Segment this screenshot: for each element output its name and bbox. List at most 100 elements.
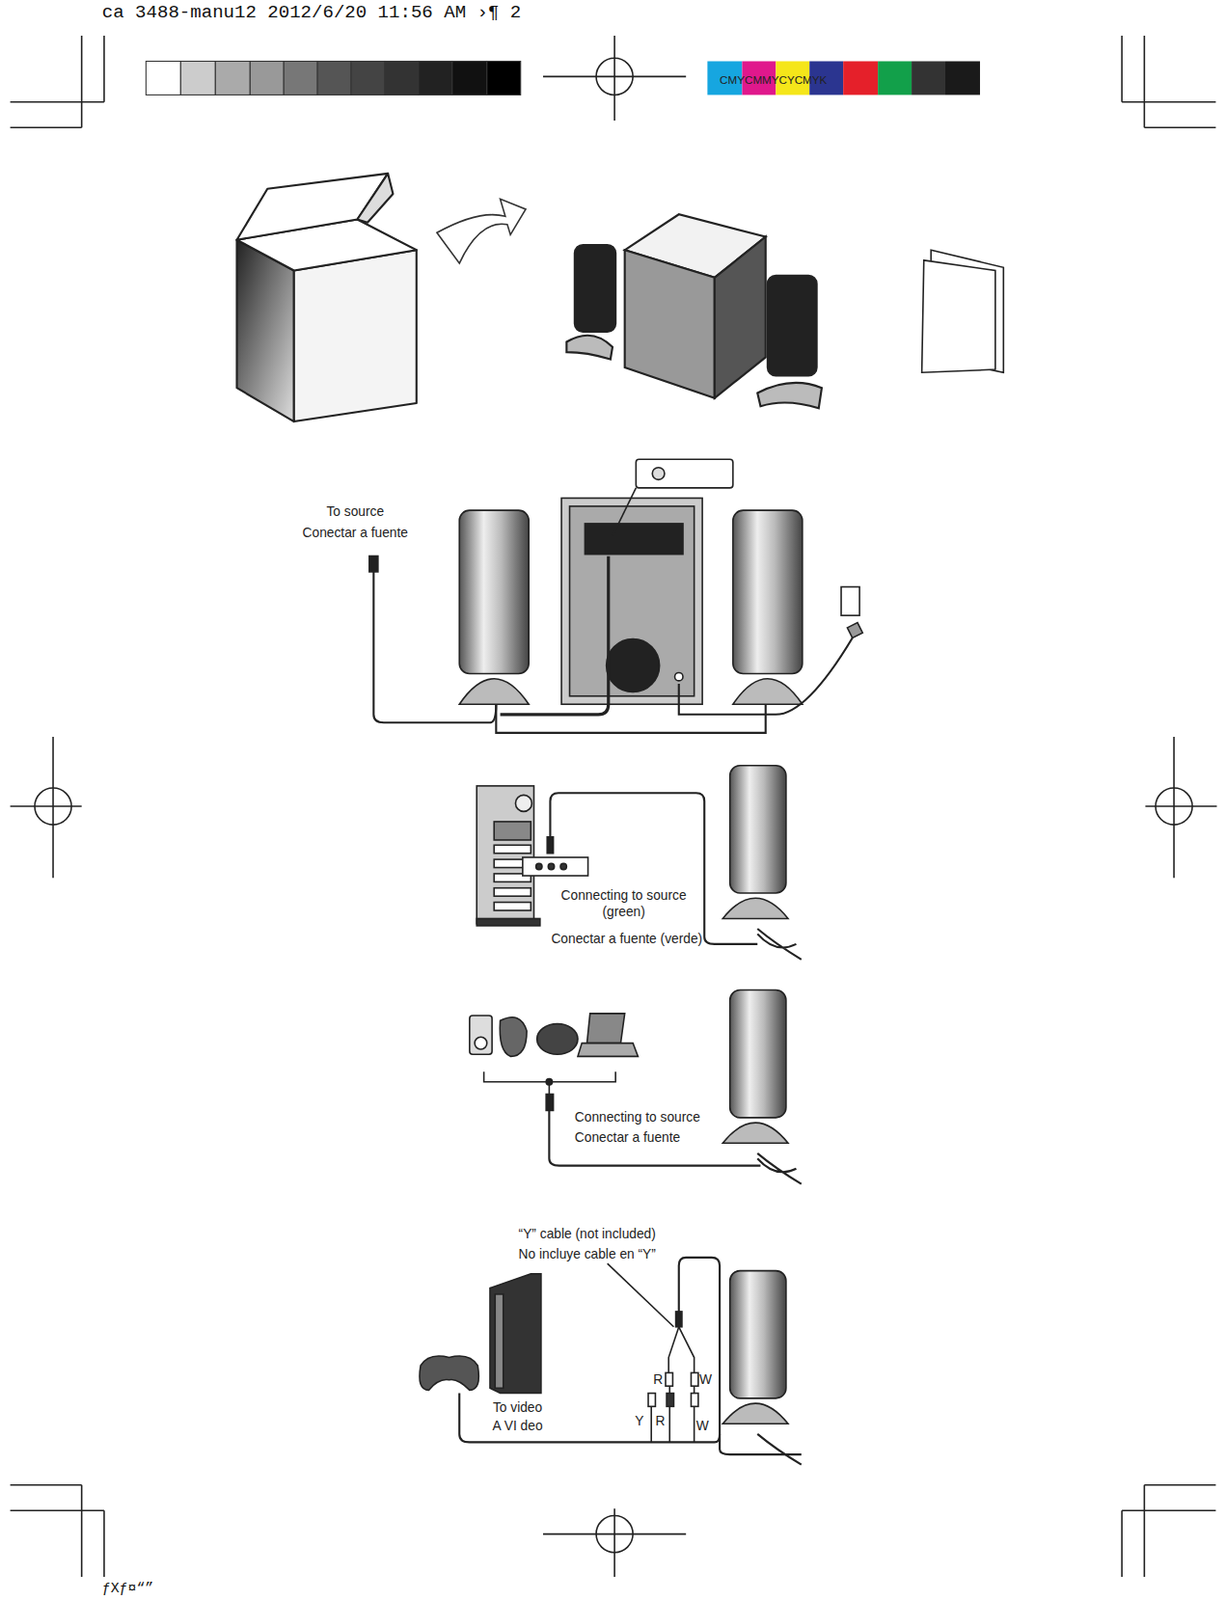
callout-label: To video: [492, 1399, 543, 1417]
grayscale-bar: [317, 60, 352, 95]
portable-devices: [484, 1071, 617, 1094]
callout-label: To source: [326, 504, 384, 521]
portable-devices: [545, 1079, 552, 1086]
speaker-set: [566, 335, 613, 360]
computer-connection: [515, 794, 532, 812]
game-console-connection: [607, 1263, 675, 1328]
registration-marks: [1144, 736, 1217, 878]
grayscale-bar: [145, 60, 520, 95]
grayscale-bar: [249, 60, 284, 95]
grayscale-bar: [145, 60, 181, 95]
color-bar: [843, 60, 878, 95]
game-console-connection: [757, 1434, 802, 1466]
callout-label: No incluye cable en “Y”: [518, 1246, 656, 1263]
color-bar-text: CMYCMMYCYCMYK: [719, 71, 827, 88]
registration-marks: [543, 35, 686, 121]
computer-connection: [476, 765, 802, 960]
game-console-connection: [722, 1403, 789, 1424]
game-console-connection: [648, 1393, 655, 1408]
callout-label: R: [654, 1414, 665, 1431]
computer-connection: [476, 786, 534, 925]
manual: [922, 260, 996, 373]
cables: [373, 572, 496, 724]
portable-devices: [722, 1122, 789, 1144]
manual: [922, 249, 1005, 373]
callout-label: Connecting to source (green): [546, 888, 701, 922]
grayscale-bar: [487, 60, 521, 95]
callout-label: Connecting to source: [574, 1109, 701, 1126]
portable-devices: [587, 1013, 626, 1044]
registration-marks: [10, 736, 82, 878]
speaker-set: [714, 237, 766, 399]
speaker-system-wiring: [675, 672, 683, 681]
grayscale-bar: [283, 60, 318, 95]
speaker-set: [574, 245, 616, 332]
speaker-set: [625, 249, 715, 398]
callout-label: W: [696, 1417, 709, 1435]
callout-label: A VI deo: [492, 1417, 544, 1435]
game-console-connection: [651, 1386, 694, 1443]
game-console-connection: [459, 1257, 720, 1444]
game-console-connection: [690, 1372, 698, 1387]
speaker-system-wiring: [459, 510, 529, 674]
computer-connection: [560, 863, 567, 870]
game-console-connection: [676, 1311, 682, 1328]
callout-label: Y: [634, 1414, 644, 1431]
color-bar: [911, 60, 946, 95]
portable-devices: [469, 1015, 492, 1055]
arrow: [436, 198, 526, 264]
crop-marks: [10, 35, 1217, 1578]
crop-marks: [1121, 35, 1216, 128]
game-console-connection: [668, 1327, 694, 1374]
speaker-system-wiring: [652, 467, 665, 481]
speaker-system-wiring: [459, 679, 529, 705]
speaker-system-wiring: [570, 506, 695, 697]
grayscale-bar: [452, 60, 488, 95]
cables: [500, 556, 609, 715]
speaker-set: [566, 214, 822, 409]
computer-connection: [493, 844, 531, 853]
speaker-system-wiring: [584, 523, 683, 555]
callout-label: Conectar a fuente (verde): [549, 930, 704, 948]
portable-devices: [730, 990, 787, 1118]
print-footer: ƒXƒ¤“”: [102, 1580, 154, 1597]
crop-marks: [10, 35, 105, 128]
game-console-connection: [490, 1274, 542, 1394]
callout-label: Conectar a fuente: [302, 524, 409, 542]
game-console-connection: [419, 1257, 802, 1466]
computer-connection: [493, 821, 531, 841]
portable-devices: [474, 1036, 488, 1050]
computer-connection: [536, 863, 543, 870]
cables: [369, 556, 853, 734]
game-console-connection: [666, 1393, 674, 1408]
speaker-system-wiring: [606, 638, 660, 692]
speaker-system-wiring: [846, 623, 863, 639]
speaker-system-wiring: [612, 488, 636, 537]
color-bar: [707, 60, 981, 95]
portable-devices: [545, 1093, 553, 1111]
computer-connection: [522, 857, 589, 876]
callout-label: W: [699, 1371, 712, 1389]
speaker-system-wiring: [841, 587, 860, 617]
speaker-system-wiring: [459, 459, 863, 705]
cables: [495, 704, 765, 734]
computer-connection: [549, 792, 758, 945]
computer-connection: [722, 898, 789, 919]
registration-marks: [543, 1508, 686, 1578]
game-console-connection: [494, 1294, 503, 1389]
callout-label: R: [653, 1371, 663, 1389]
computer-connection: [730, 765, 787, 894]
cables: [679, 637, 853, 714]
crop-marks: [10, 1485, 105, 1578]
callout-label: “Y” cable (not included): [518, 1226, 656, 1243]
cables: [369, 556, 378, 573]
computer-connection: [757, 928, 802, 960]
computer-connection: [546, 837, 553, 854]
open-box: [294, 249, 417, 422]
computer-connection: [547, 863, 554, 870]
color-bar: [945, 60, 981, 95]
grayscale-bar: [215, 60, 250, 95]
speaker-set: [767, 275, 818, 377]
registration-marks: [10, 35, 1218, 1578]
